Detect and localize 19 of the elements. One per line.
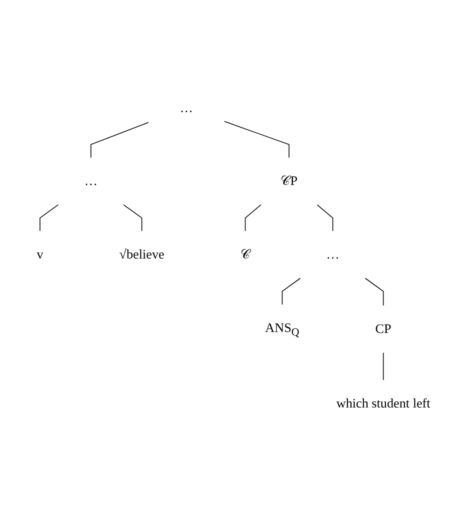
node-text: v [36,247,44,262]
connector [316,204,334,232]
node-text: which student left [336,396,430,411]
connector [382,352,384,380]
node-text: ANS$_{Q}$ [265,320,300,338]
connector [364,278,384,306]
node-text: 𝒞P [280,174,298,188]
connector [90,122,149,158]
connector [123,204,142,232]
node-text: … [84,174,98,188]
connector [40,204,59,232]
node-text: … [180,100,193,115]
node-text: 𝒞 [240,247,250,262]
connector [244,204,262,232]
connector [282,278,301,305]
node-text: CP [375,322,392,336]
node-text: √believe [119,247,164,262]
node-text: … [326,247,340,262]
connector [224,120,290,158]
